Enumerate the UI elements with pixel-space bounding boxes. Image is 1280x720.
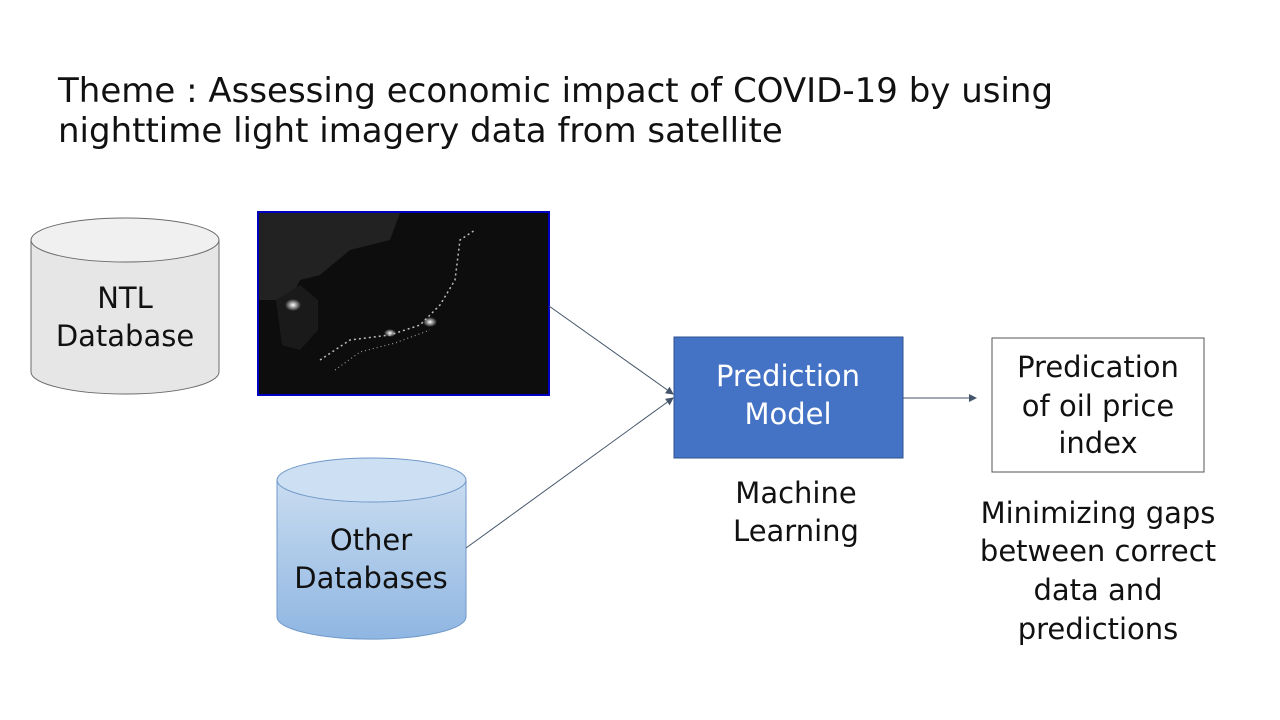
slide-title-line2: nighttime light imagery data from satell… xyxy=(58,111,783,151)
objective-caption-line3: data and xyxy=(1033,573,1162,607)
oil-price-prediction-box: Predication of oil price index xyxy=(991,337,1205,473)
output-label-line1: Predication xyxy=(1017,350,1179,384)
arrow-other-db-to-model xyxy=(465,397,674,549)
nighttime-light-satellite-image xyxy=(257,211,550,396)
objective-caption-line1: Minimizing gaps xyxy=(981,496,1216,530)
output-label-line2: of oil price xyxy=(1022,389,1174,423)
machine-learning-caption-line2: Learning xyxy=(733,514,859,548)
ntl-database-cylinder: NTL Database xyxy=(30,217,220,395)
other-databases-label-line1: Other xyxy=(330,523,412,557)
prediction-model-box: Prediction Model xyxy=(673,336,904,459)
ntl-database-label-line2: Database xyxy=(56,319,194,353)
objective-caption-line4: predictions xyxy=(1018,612,1179,646)
other-databases-cylinder: Other Databases xyxy=(276,457,467,640)
prediction-model-label-line1: Prediction xyxy=(716,359,860,393)
ntl-database-label-line1: NTL xyxy=(97,281,153,315)
arrow-image-to-model xyxy=(548,305,674,395)
output-label-line3: index xyxy=(1058,426,1137,460)
slide-title-line1: Theme : Assessing economic impact of COV… xyxy=(57,71,1053,111)
prediction-model-label-line2: Model xyxy=(744,397,831,431)
other-databases-label-line2: Databases xyxy=(294,561,447,595)
machine-learning-caption-line1: Machine xyxy=(735,476,856,510)
objective-caption-line2: between correct xyxy=(980,534,1216,568)
